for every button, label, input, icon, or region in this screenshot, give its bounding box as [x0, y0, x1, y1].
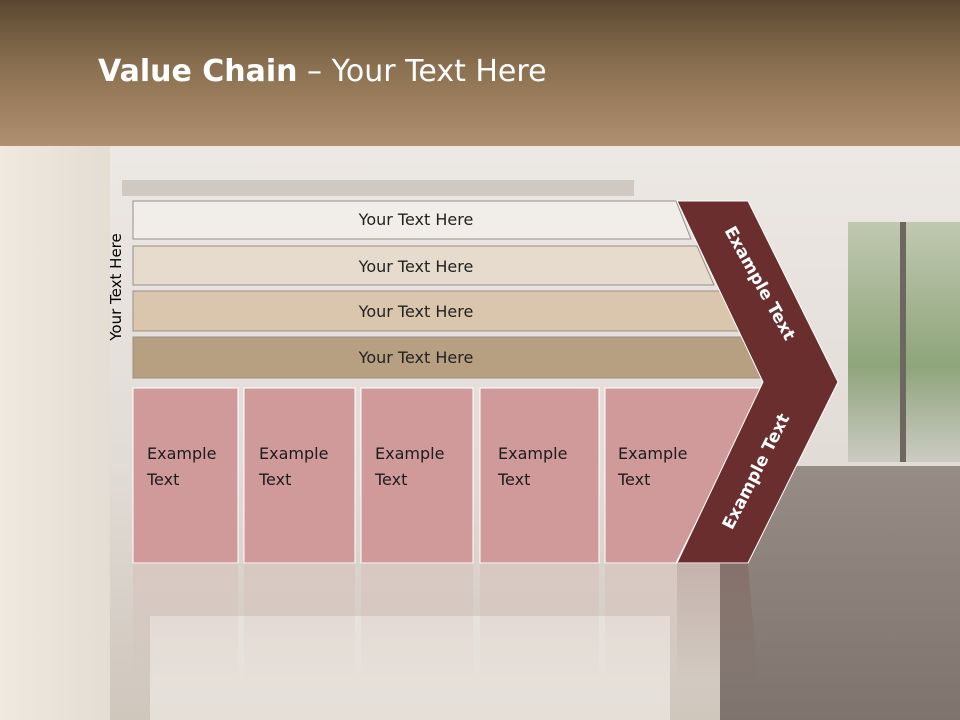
box-3-line2: Text — [374, 470, 407, 489]
svg-text:Text: Text — [146, 470, 179, 489]
box-5[interactable]: Example Text — [604, 387, 764, 564]
background-rug — [150, 616, 670, 720]
box-3-shape — [360, 387, 474, 564]
bar-1-label: Your Text Here — [358, 210, 474, 229]
box-5-shape — [604, 387, 764, 564]
box-2-shape — [243, 387, 356, 564]
bar-1[interactable]: Your Text Here — [132, 200, 692, 240]
box-2-line2: Text — [258, 470, 291, 489]
box-1-shape — [132, 387, 239, 564]
box-5-line1: Example — [618, 444, 687, 463]
box-1-line2: Text — [146, 470, 179, 489]
bar-1-shape — [132, 200, 692, 240]
bar-2-label: Your Text Here — [358, 257, 474, 276]
svg-text:Example: Example — [618, 444, 687, 463]
title-bold: Value Chain — [98, 54, 298, 89]
box-1-line1: Example — [147, 444, 216, 463]
box-4-line2: Text — [497, 470, 530, 489]
bar-4[interactable]: Your Text Here — [132, 336, 765, 379]
bar-2[interactable]: Your Text Here — [132, 245, 715, 286]
box-4[interactable]: Example Text — [479, 387, 600, 564]
box-5-line2: Text — [617, 470, 650, 489]
background-wall — [0, 146, 110, 720]
slide-header: Value Chain – Your Text Here — [0, 0, 960, 146]
diagram-reflection — [133, 563, 762, 720]
bar-3-label: Your Text Here — [358, 302, 474, 321]
svg-text:Example: Example — [498, 444, 567, 463]
svg-text:Text: Text — [617, 470, 650, 489]
bar-4-label: Your Text Here — [358, 348, 474, 367]
svg-text:Example: Example — [375, 444, 444, 463]
box-4-line1: Example — [498, 444, 567, 463]
bar-3[interactable]: Your Text Here — [132, 290, 740, 332]
title-rest: – Your Text Here — [297, 54, 547, 89]
bar-2-shape — [132, 245, 715, 286]
box-4-shape — [479, 387, 600, 564]
box-1[interactable]: Example Text — [132, 387, 239, 564]
background-photo — [0, 146, 960, 720]
box-2-line1: Example — [259, 444, 328, 463]
box-3-line1: Example — [375, 444, 444, 463]
svg-text:Example: Example — [259, 444, 328, 463]
slide-title: Value Chain – Your Text Here — [98, 54, 547, 89]
chevron-shape — [676, 200, 839, 564]
svg-text:Text: Text — [497, 470, 530, 489]
background-frame — [122, 180, 634, 196]
svg-text:Example: Example — [147, 444, 216, 463]
box-2[interactable]: Example Text — [243, 387, 356, 564]
box-3[interactable]: Example Text — [360, 387, 474, 564]
svg-text:Text: Text — [258, 470, 291, 489]
background-window-frame — [900, 222, 906, 462]
svg-text:Text: Text — [374, 470, 407, 489]
